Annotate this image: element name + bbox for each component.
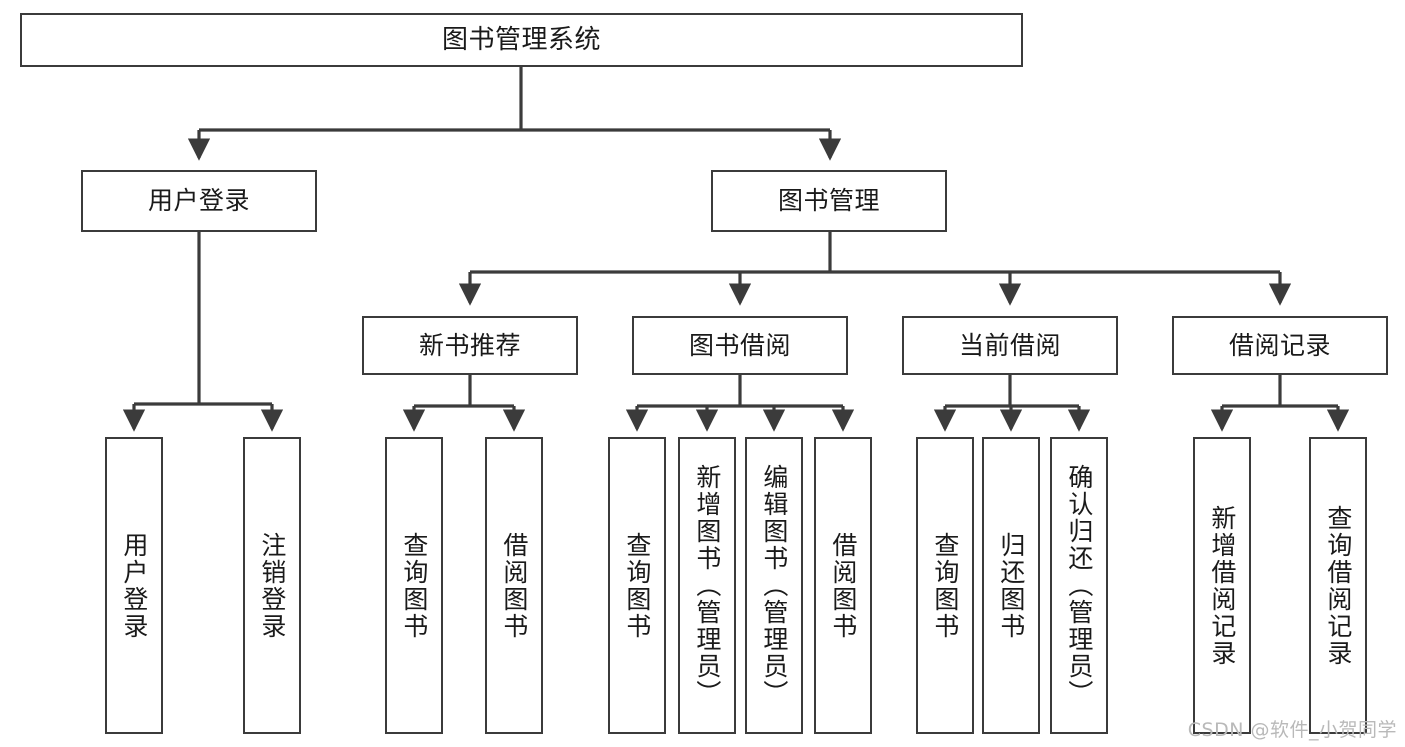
node-root-label: 图书管理系统 <box>441 24 601 55</box>
node-leaf-query-book-2[interactable]: 查询图书 <box>608 437 666 734</box>
node-user-login-label: 用户登录 <box>147 186 250 216</box>
node-leaf-query-book-1[interactable]: 查询图书 <box>385 437 443 734</box>
node-leaf-add-record-label: 新增借阅记录 <box>1207 504 1237 667</box>
node-leaf-query-record-label: 查询借阅记录 <box>1323 504 1353 667</box>
node-leaf-add-record[interactable]: 新增借阅记录 <box>1193 437 1251 734</box>
node-book-borrow[interactable]: 图书借阅 <box>632 316 848 375</box>
node-borrow-record-label: 借阅记录 <box>1228 330 1331 360</box>
node-leaf-query-book-3[interactable]: 查询图书 <box>916 437 974 734</box>
node-current-borrow-label: 当前借阅 <box>958 330 1061 360</box>
node-leaf-logout[interactable]: 注销登录 <box>243 437 301 734</box>
node-leaf-borrow-book-2-label: 借阅图书 <box>828 531 858 640</box>
node-leaf-edit-book[interactable]: 编辑图书（管理员） <box>745 437 803 734</box>
node-leaf-borrow-book-1[interactable]: 借阅图书 <box>485 437 543 734</box>
node-leaf-add-book[interactable]: 新增图书（管理员） <box>678 437 736 734</box>
node-root[interactable]: 图书管理系统 <box>20 13 1023 67</box>
node-leaf-query-record[interactable]: 查询借阅记录 <box>1309 437 1367 734</box>
node-book-borrow-label: 图书借阅 <box>688 330 791 360</box>
node-user-login[interactable]: 用户登录 <box>81 170 317 232</box>
watermark-text: CSDN @软件_小贺同学 <box>1187 719 1397 741</box>
node-leaf-confirm-return[interactable]: 确认归还（管理员） <box>1050 437 1108 734</box>
node-book-management[interactable]: 图书管理 <box>711 170 947 232</box>
node-leaf-query-book-2-label: 查询图书 <box>622 531 652 640</box>
node-leaf-logout-label: 注销登录 <box>257 531 287 640</box>
node-leaf-user-login-label: 用户登录 <box>119 531 149 640</box>
node-book-management-label: 图书管理 <box>777 186 880 216</box>
node-leaf-query-book-1-label: 查询图书 <box>399 531 429 640</box>
node-new-book-recommend[interactable]: 新书推荐 <box>362 316 578 375</box>
node-leaf-add-book-label: 新增图书（管理员） <box>692 464 722 707</box>
node-leaf-borrow-book-2[interactable]: 借阅图书 <box>814 437 872 734</box>
node-borrow-record[interactable]: 借阅记录 <box>1172 316 1388 375</box>
node-leaf-query-book-3-label: 查询图书 <box>930 531 960 640</box>
node-leaf-return-book[interactable]: 归还图书 <box>982 437 1040 734</box>
node-leaf-borrow-book-1-label: 借阅图书 <box>499 531 529 640</box>
node-new-book-recommend-label: 新书推荐 <box>418 330 521 360</box>
node-current-borrow[interactable]: 当前借阅 <box>902 316 1118 375</box>
node-leaf-return-book-label: 归还图书 <box>996 531 1026 640</box>
node-leaf-confirm-return-label: 确认归还（管理员） <box>1064 464 1094 707</box>
node-leaf-edit-book-label: 编辑图书（管理员） <box>759 464 789 707</box>
node-leaf-user-login[interactable]: 用户登录 <box>105 437 163 734</box>
